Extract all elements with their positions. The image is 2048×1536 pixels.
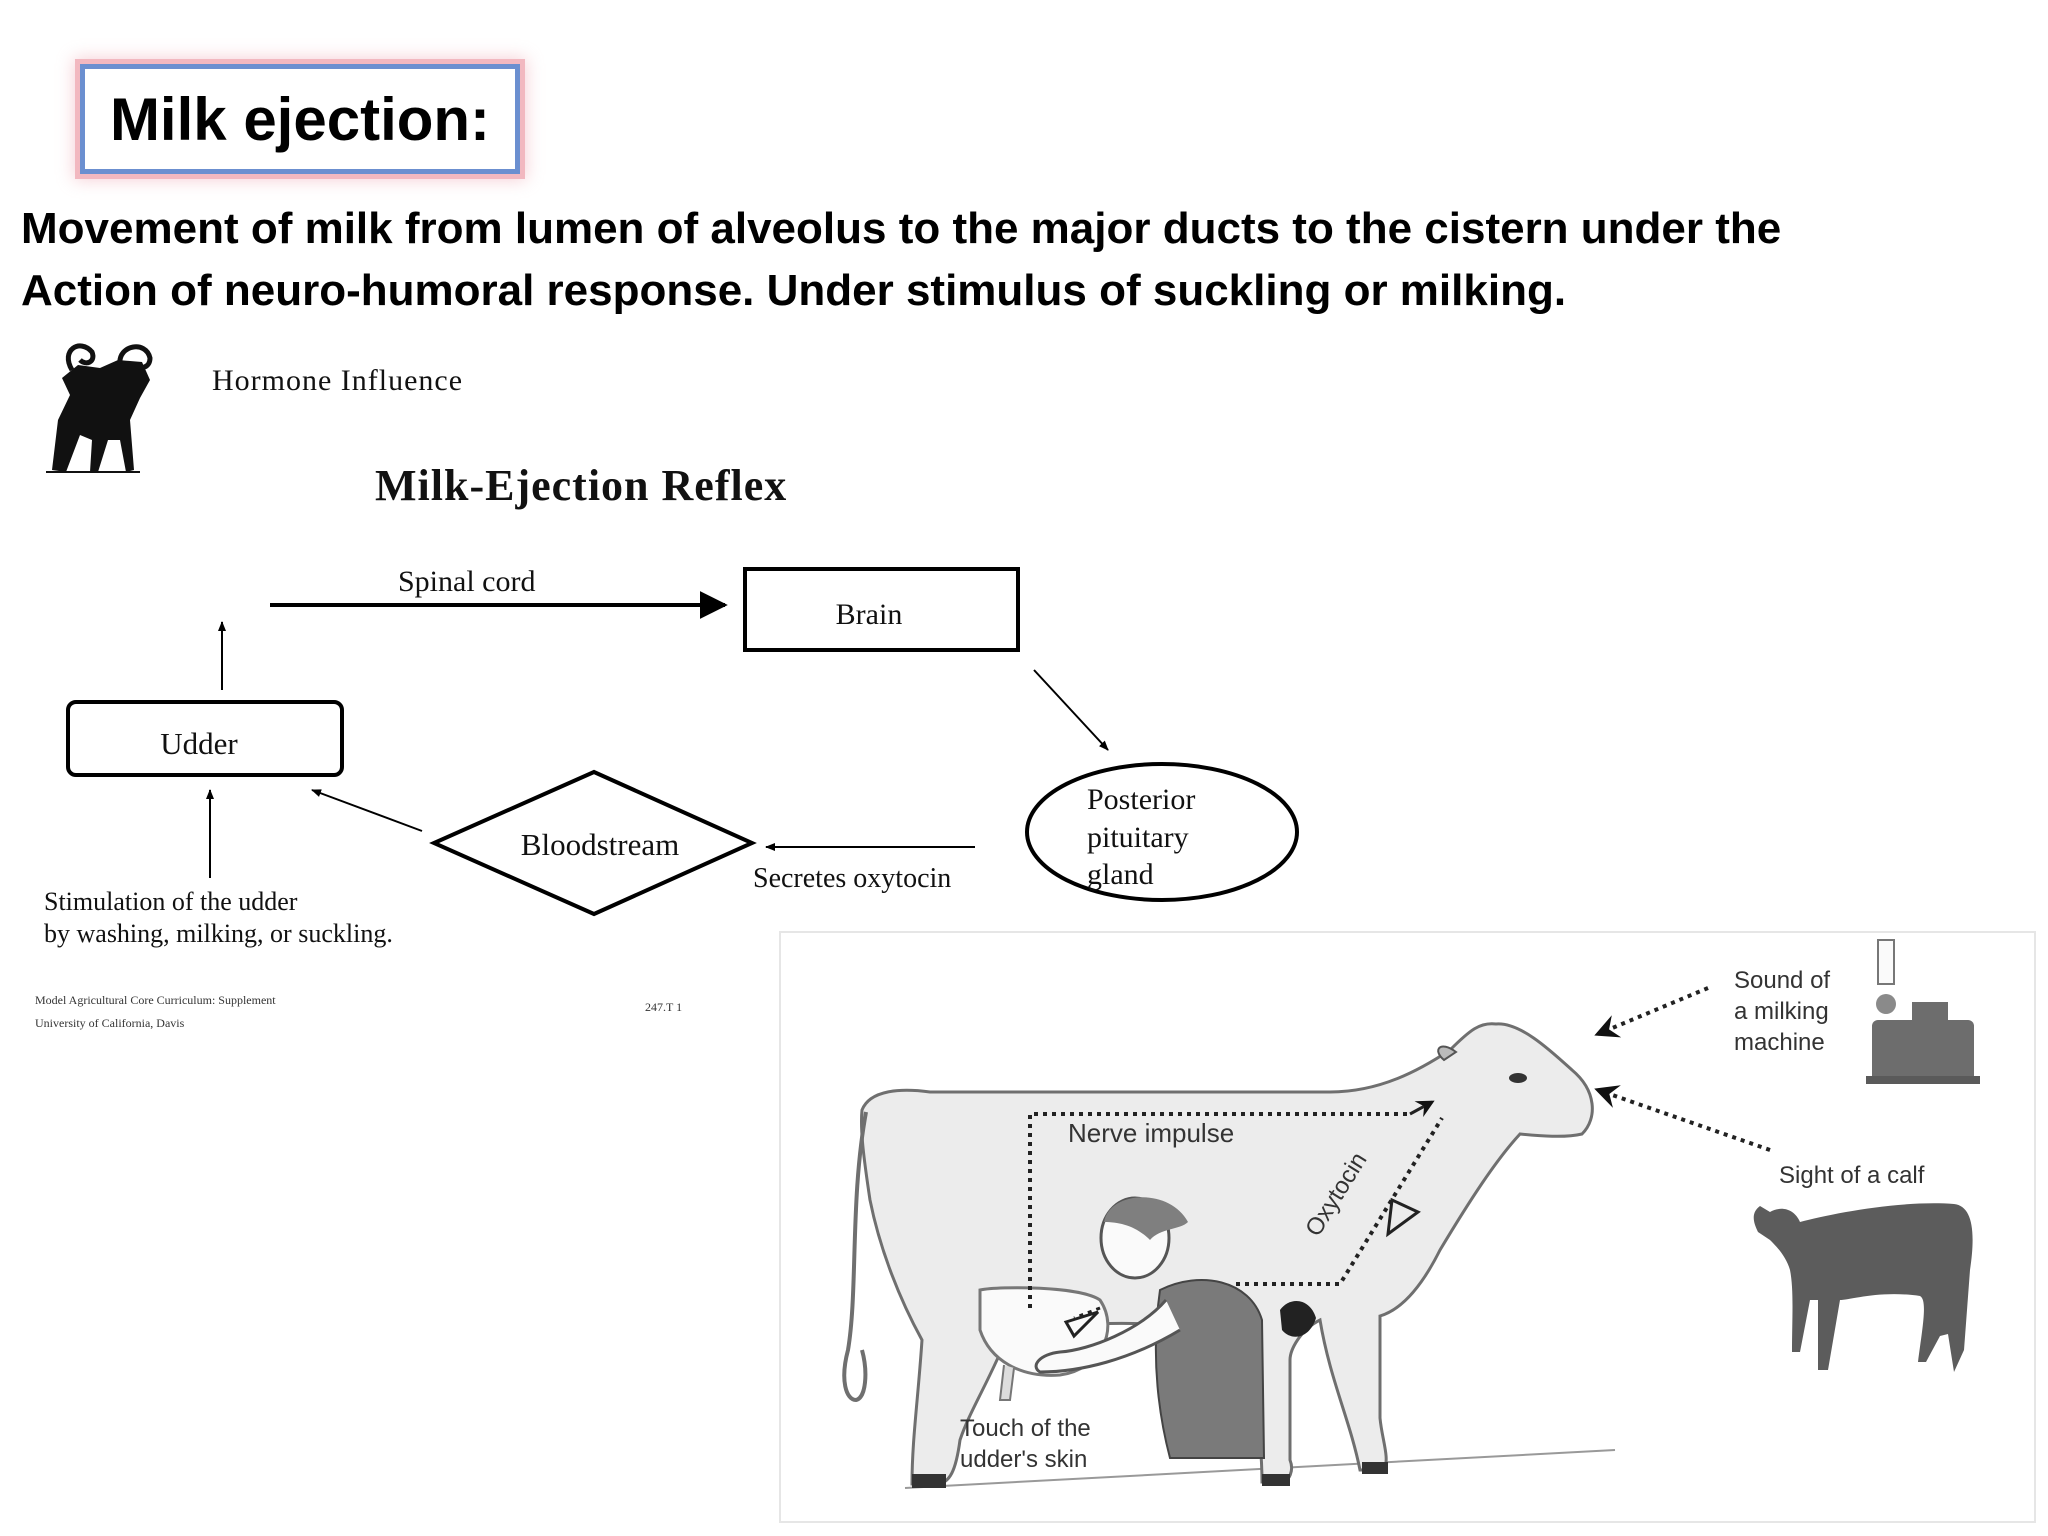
pituitary-label: Posterior pituitary gland — [1087, 783, 1203, 891]
cow-eye-icon — [1509, 1073, 1527, 1083]
hoof-icon — [1262, 1474, 1290, 1486]
touch-label: Touch of the udder's skin — [960, 1415, 1097, 1473]
header-text: Hormone Influence — [212, 364, 463, 397]
brain-to-pituitary-arrow — [1033, 669, 1109, 751]
sight-arrow — [1594, 1085, 1771, 1152]
milking-machine-icon — [1866, 939, 1980, 1084]
definition-text: Movement of milk from lumen of alveolus … — [21, 198, 1981, 322]
ground-line — [904, 1449, 1616, 1489]
bloodstream-node — [429, 769, 757, 917]
cow-ear-icon — [1437, 1045, 1458, 1062]
footer-citation: Model Agricultural Core Curriculum: Supp… — [35, 993, 279, 1030]
udder-node — [66, 700, 344, 777]
reflex-title: Milk-Ejection Reflex — [375, 461, 787, 510]
nerve-impulse-label: Nerve impulse — [1068, 1118, 1234, 1148]
touch-marker-icon — [1063, 1310, 1100, 1339]
slide-title-box: Milk ejection: — [80, 64, 520, 174]
cow-tail-icon — [842, 1111, 868, 1403]
calf-icon — [1753, 1203, 1973, 1372]
stimulation-label: Stimulation of the udder by washing, mil… — [44, 887, 393, 948]
cow-illustration: Nerve impulse Oxytocin Sound of a milkin… — [779, 931, 2036, 1523]
slide-title: Milk ejection: — [109, 85, 491, 153]
sound-label: Sound of a milking machine — [1734, 967, 1837, 1056]
brain-label: Brain — [836, 598, 903, 631]
sound-arrow — [1594, 986, 1709, 1038]
bloodstream-to-udder-arrow — [311, 789, 423, 832]
definition-line-1: Movement of milk from lumen of alveolus … — [21, 204, 1782, 253]
ram-logo-icon — [46, 343, 153, 473]
oxytocin-edge-label: Secretes oxytocin — [753, 863, 951, 894]
hoof-icon — [912, 1474, 946, 1488]
spinal-cord-label: Spinal cord — [398, 565, 535, 598]
bloodstream-label: Bloodstream — [521, 827, 679, 862]
pituitary-node — [1025, 762, 1299, 902]
nerve-impulse-path — [1028, 1112, 1410, 1308]
footer-page-number: 247.T 1 — [645, 1000, 682, 1014]
farmer-icon — [1034, 1196, 1266, 1459]
oxytocin-marker-icon — [1386, 1197, 1421, 1238]
hoof-icon — [1362, 1462, 1388, 1474]
definition-line-2: Action of neuro-humoral response. Under … — [21, 266, 1567, 315]
sight-label: Sight of a calf — [1779, 1162, 1925, 1189]
udder-label: Udder — [160, 726, 238, 761]
cow-spot-icon — [1280, 1300, 1316, 1337]
teat-icon — [998, 1364, 1015, 1401]
brain-node — [743, 567, 1020, 652]
